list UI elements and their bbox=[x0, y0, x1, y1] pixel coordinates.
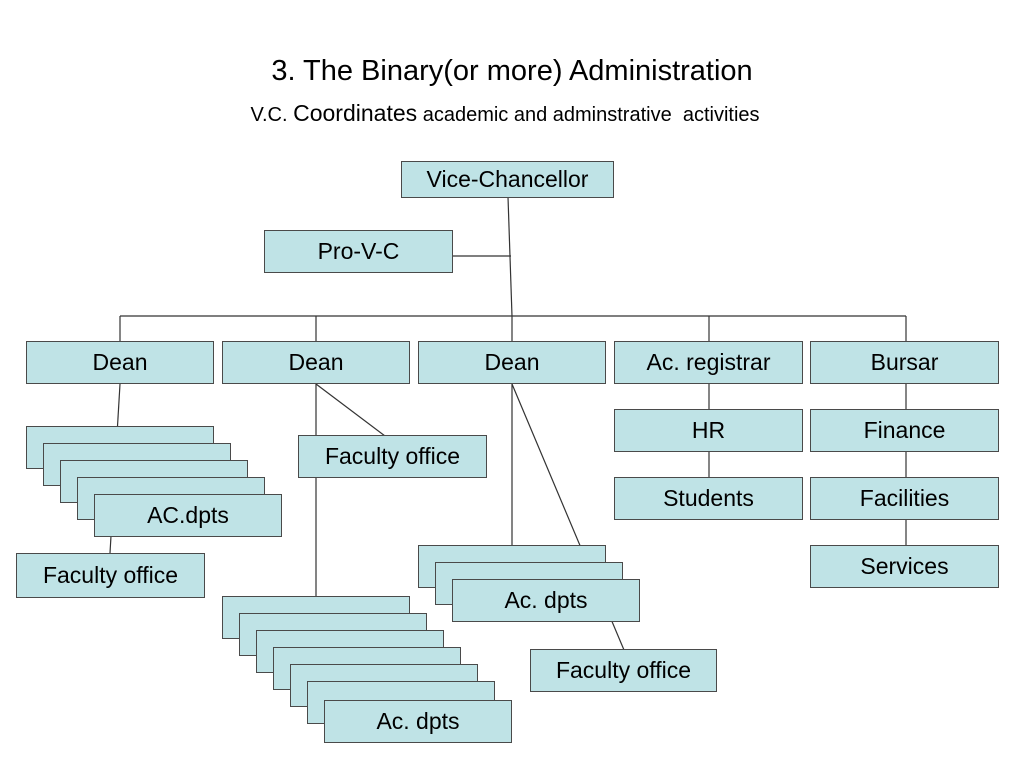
node-faculty-office-3: Faculty office bbox=[530, 649, 717, 692]
node-ac-dpts-3: Ac. dpts bbox=[324, 700, 512, 743]
node-facilities: Facilities bbox=[810, 477, 999, 520]
subtitle-emphasis: Coordinates bbox=[293, 100, 418, 126]
subtitle-suffix: academic and adminstrative activities bbox=[417, 104, 760, 126]
node-ac-registrar: Ac. registrar bbox=[614, 341, 803, 384]
node-dean-1: Dean bbox=[26, 341, 214, 384]
node-hr: HR bbox=[614, 409, 803, 452]
node-dean-3: Dean bbox=[418, 341, 606, 384]
node-students: Students bbox=[614, 477, 803, 520]
node-faculty-office-1: Faculty office bbox=[16, 553, 205, 598]
node-ac-dpts-1: AC.dpts bbox=[94, 494, 282, 537]
node-vice-chancellor: Vice-Chancellor bbox=[401, 161, 614, 198]
node-pro-vc: Pro-V-C bbox=[264, 230, 453, 273]
node-faculty-office-2: Faculty office bbox=[298, 435, 487, 478]
node-services: Services bbox=[810, 545, 999, 588]
dean-2-to-faculty-office bbox=[315, 383, 386, 437]
subtitle-prefix: V.C. bbox=[250, 104, 294, 126]
node-ac-dpts-2: Ac. dpts bbox=[452, 579, 640, 622]
node-dean-2: Dean bbox=[222, 341, 410, 384]
node-finance: Finance bbox=[810, 409, 999, 452]
page-title: 3. The Binary(or more) Administration bbox=[271, 55, 753, 87]
page-subtitle: V.C. Coordinates academic and adminstrat… bbox=[0, 100, 1010, 127]
node-bursar: Bursar bbox=[810, 341, 999, 384]
